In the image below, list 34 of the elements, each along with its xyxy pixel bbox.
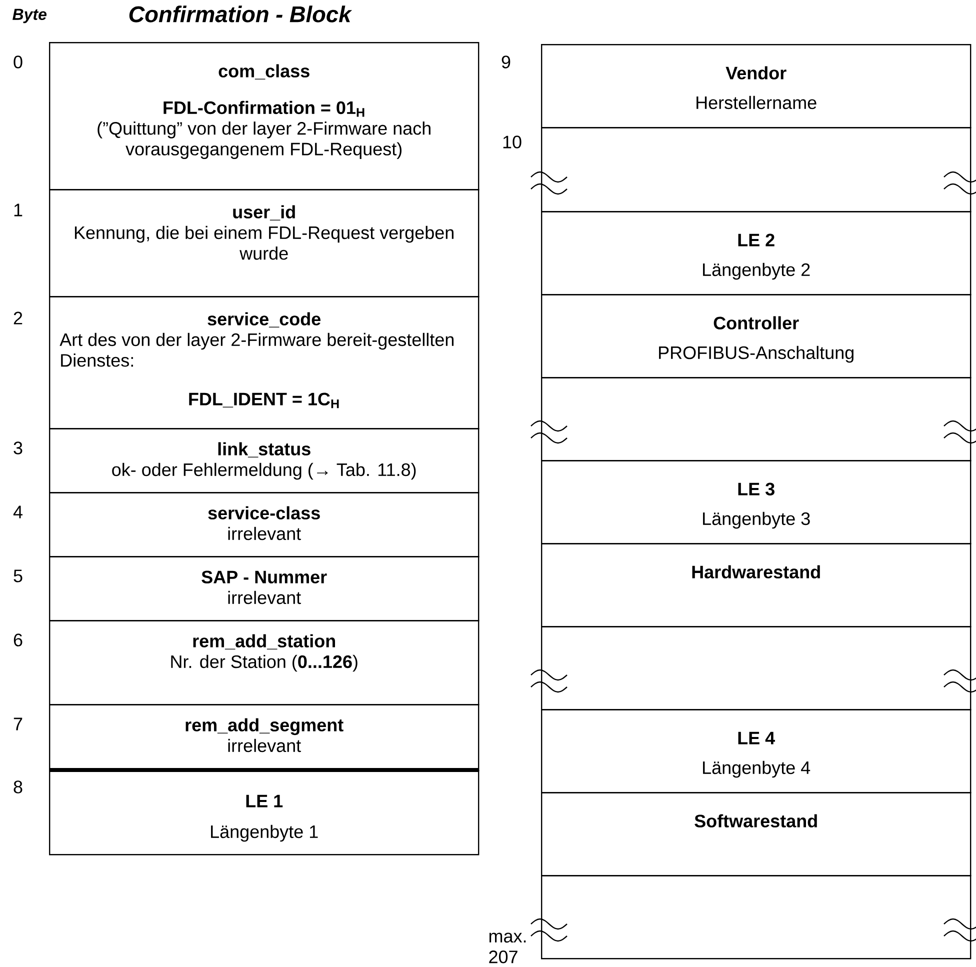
title: Confirmation - Block — [129, 6, 352, 22]
byte-field: LE 4 Längenbyte 4 — [541, 709, 972, 794]
empty-field — [541, 626, 972, 710]
byte-field: LE 3 Längenbyte 3 — [541, 460, 972, 544]
byte-number: 1 — [14, 204, 22, 216]
byte-number: 5 — [14, 570, 22, 582]
byte-field: link_status ok- oder Fehlermeldung (→ Tab. 11.8) — [49, 428, 480, 494]
byte-number: 2 — [14, 312, 22, 324]
byte-number: 7 — [14, 718, 22, 730]
byte-field: Softwarestand — [541, 792, 972, 876]
empty-field — [541, 127, 972, 212]
byte-number: 0 — [14, 56, 22, 68]
byte-field: service_code Art des von der layer 2-Firmware bereit-gestellten Dienstes: FDL_IDENT = 1C$_{H}$ — [49, 296, 480, 430]
byte-field: Vendor Herstellername — [541, 44, 972, 128]
empty-field — [541, 875, 972, 960]
byte-number: 3 — [14, 442, 22, 454]
byte-number: 8 — [14, 780, 22, 794]
byte-field: service-class irrelevant — [49, 492, 480, 558]
byte-number: max. 207 — [489, 932, 526, 964]
column-header: Byte — [12, 8, 46, 24]
byte-field: Hardwarestand — [541, 543, 972, 628]
empty-field — [541, 377, 972, 462]
byte-field: Controller PROFIBUS-Anschaltung — [541, 294, 972, 378]
byte-field: com_class FDL-Confirmation = 01$_{H}$ (”Quittung” von der layer 2-Firmware nach vorausgegangenem FDL-Request) — [49, 42, 480, 190]
byte-field: LE 1 Längenbyte 1 — [49, 770, 480, 856]
byte-number: 4 — [13, 506, 22, 518]
byte-field: SAP - Nummer irrelevant — [49, 556, 480, 622]
byte-number: 9 — [502, 56, 510, 68]
byte-field: rem_add_segment irrelevant — [49, 704, 480, 772]
byte-number: 6 — [14, 634, 22, 646]
byte-field: LE 2 Längenbyte 2 — [541, 211, 972, 296]
byte-field: user_id Kennung, die bei einem FDL-Request vergeben wurde — [49, 189, 480, 298]
byte-field: rem_add_station Nr. der Station (0...126) — [49, 620, 480, 706]
byte-number: 10 — [503, 136, 522, 148]
